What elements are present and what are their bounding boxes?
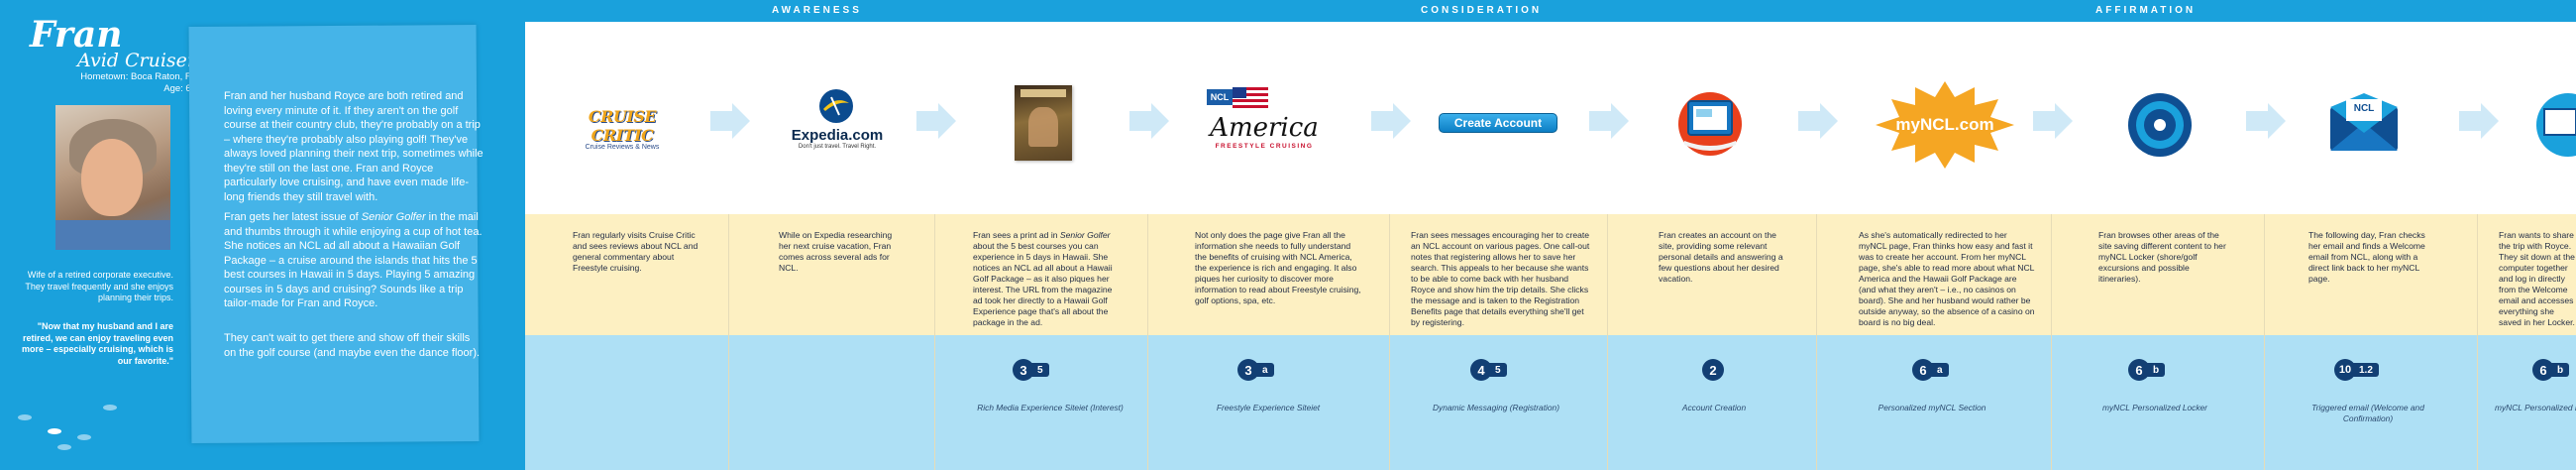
fish-icon (57, 444, 71, 450)
touchpoint-description: Fran creates an account on the site, pro… (1659, 230, 1783, 284)
fish-icon (48, 428, 61, 434)
touchpoint-caption: myNCL Personalized Locker (2495, 403, 2576, 412)
touchpoint-description: Fran wants to share the trip with Royce.… (2499, 230, 2575, 327)
persona-panel: Fran Avid Cruiser Hometown: Boca Raton, … (0, 0, 525, 470)
chevron-right-icon (2246, 103, 2286, 139)
touchpoint-description: While on Expedia researching her next cr… (779, 230, 893, 273)
touchpoint-caption: Rich Media Experience Siteiet (Interest) (977, 403, 1124, 412)
persona-age: Age: 69 (163, 83, 196, 94)
persona-photo (55, 105, 170, 250)
chevron-right-icon (2033, 103, 2073, 139)
phase-affirmation: AFFIRMATION (2095, 5, 2197, 16)
story-paragraph-2: Fran gets her latest issue of Senior Gol… (224, 211, 483, 309)
touchpoint-caption: Personalized myNCL Section (1878, 403, 1986, 412)
computer-icon (2536, 93, 2576, 157)
american-flag-icon (1233, 87, 1268, 109)
touchpoint-description: The following day, Fran checks her email… (2308, 230, 2425, 284)
create-account-button[interactable]: Create Account (1439, 113, 1557, 133)
touchpoint-description: As she's automatically redirected to her… (1859, 230, 2035, 327)
chevron-right-icon (1371, 103, 1411, 139)
chevron-right-icon (1798, 103, 1838, 139)
phase-bar: AWARENESS CONSIDERATION AFFIRMATION (525, 0, 2576, 22)
phase-consideration: CONSIDERATION (1421, 5, 1543, 16)
story-paragraph-3: They can't wait to get there and show of… (224, 332, 481, 359)
touchpoint-tag-row (525, 335, 2576, 470)
cruise-critic-logo[interactable]: CRUISE CRITIC Cruise Reviews & News (585, 107, 660, 151)
touchpoint-caption: Dynamic Messaging (Registration) (1433, 403, 1559, 412)
persona-name: Fran (30, 14, 123, 56)
phase-awareness: AWARENESS (772, 5, 862, 16)
persona-title: Avid Cruiser (77, 50, 196, 71)
touchpoint-caption: Freestyle Experience Siteiet (1216, 403, 1321, 412)
touchpoint-caption: myNCL Personalized Locker (2102, 403, 2207, 412)
story-paragraph-1: Fran and her husband Royce are both reti… (224, 90, 483, 203)
account-creation-icon (1678, 92, 1742, 156)
touchpoint-caption: Account Creation (1681, 403, 1747, 412)
persona-meta: Hometown: Boca Raton, FL Age: 69 (80, 71, 196, 95)
touchpoint-description: Not only does the page give Fran all the… (1195, 230, 1361, 305)
chevron-right-icon (1129, 103, 1169, 139)
globe-icon (819, 89, 853, 123)
chevron-right-icon (1589, 103, 1629, 139)
locker-icon (2128, 93, 2192, 157)
starburst-icon (1876, 81, 2014, 169)
fish-icon (77, 434, 91, 440)
touchpoint-description-row (525, 214, 2576, 335)
chevron-right-icon (2459, 103, 2499, 139)
fish-icon (103, 405, 117, 411)
senior-golfer-magazine-image[interactable] (1015, 85, 1072, 161)
persona-caption: Wife of a retired corporate executive. T… (25, 270, 173, 302)
touchpoint-description: Fran browses other areas of the site sav… (2098, 230, 2226, 284)
chevron-right-icon (916, 103, 956, 139)
touchpoint-description: Fran regularly visits Cruise Critic and … (573, 230, 698, 273)
touchpoint-caption: Triggered email (Welcome and Confirmatio… (2311, 403, 2424, 423)
touchpoint-description: Fran sees a print ad in Senior Golfer ab… (973, 230, 1113, 327)
fish-icon (18, 414, 32, 420)
chevron-right-icon (710, 103, 750, 139)
touchpoint-badge: 2 (1702, 359, 1724, 381)
touchpoint-description: Fran sees messages encouraging her to cr… (1411, 230, 1590, 327)
persona-quote: "Now that my husband and I are retired, … (21, 321, 173, 366)
persona-hometown: Hometown: Boca Raton, FL (80, 71, 196, 82)
